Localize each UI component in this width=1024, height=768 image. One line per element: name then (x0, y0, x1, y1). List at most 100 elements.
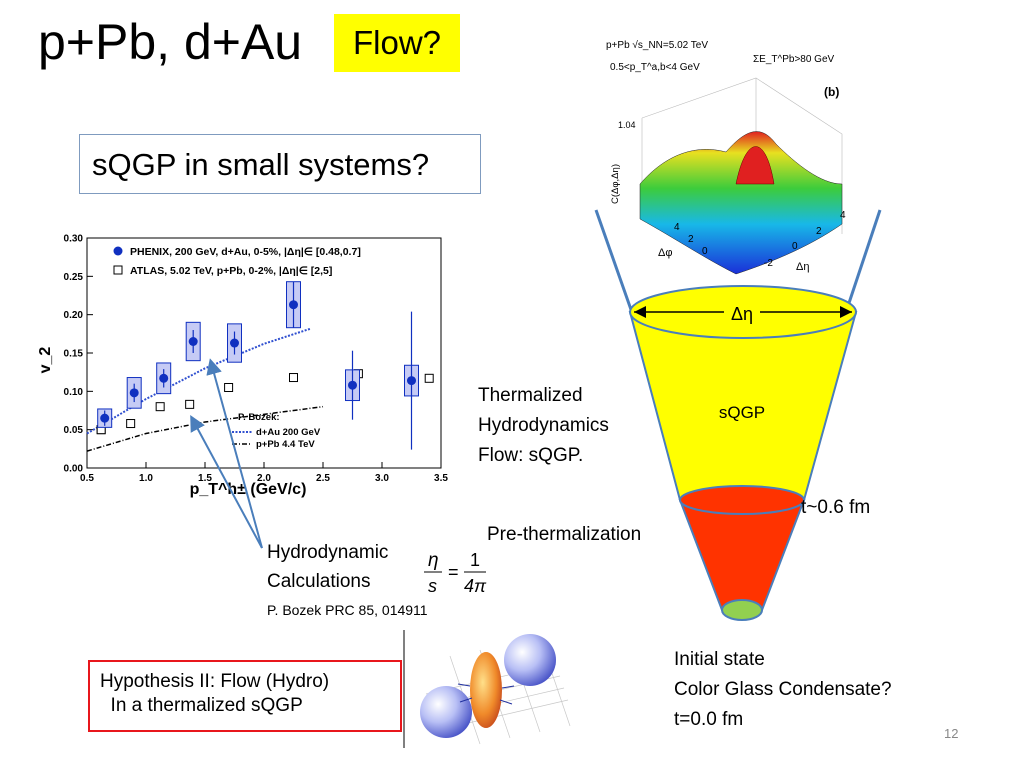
y-tick-label: 0.25 (64, 272, 84, 283)
legend-dau-text: d+Au 200 GeV (256, 427, 321, 438)
arrow-to-ppb-curve (190, 414, 263, 549)
atlas-point (126, 419, 136, 429)
arrow-to-dau-curve (206, 358, 263, 549)
surface-y-tick: 4 (840, 210, 846, 221)
ppb-hydro-curve (86, 405, 324, 452)
phenix-points (97, 281, 419, 450)
phenix-point (289, 300, 298, 310)
x-tick-label: 1.0 (139, 473, 153, 484)
legend-phenix-marker (113, 246, 123, 256)
surface-energy-label: p+Pb √s_NN=5.02 TeV (606, 39, 708, 51)
flow-question-highlight: Flow? (334, 14, 460, 72)
fireball-ellipse (470, 652, 502, 728)
initial-state-line2: Color Glass Condensate? (674, 679, 892, 700)
surface-z-axis-label: C(Δφ,Δη) (610, 164, 621, 204)
surface-x-tick: 0 (702, 246, 708, 257)
prethermal-top-ellipse (679, 485, 805, 515)
formula-s: s (428, 576, 437, 596)
cone-diagram: Δη sQGP (594, 209, 882, 621)
surface-x-ticks: 420 (674, 222, 708, 257)
nucleus-right (504, 634, 556, 686)
surface-y-tick: 0 (792, 241, 798, 252)
phenix-point (129, 388, 139, 398)
nucleus-left (420, 686, 472, 738)
page-number: 12 (944, 726, 959, 741)
formula-eta: η (428, 550, 439, 571)
y-tick-label: 0.10 (64, 387, 84, 398)
surface-x-tick: 4 (674, 222, 680, 233)
x-axis-label: p_T^h± (GeV/c) (190, 481, 307, 498)
plot-frame (86, 237, 442, 469)
prethermal-region (678, 499, 806, 611)
flow-arrows (457, 683, 515, 705)
atlas-point (185, 399, 195, 409)
formula-equals: = (448, 562, 459, 582)
hypothesis-line1: Hypothesis II: Flow (Hydro) (100, 671, 330, 692)
surface-pt-label: 0.5<p_T^a,b<4 GeV (610, 62, 700, 73)
hypothesis-line2: In a thermalized sQGP (100, 695, 303, 716)
surface-y-tick: -2 (764, 258, 773, 269)
surface-mesh (639, 131, 843, 275)
y-tick-label: 0.15 (64, 349, 84, 360)
legend-atlas-marker (113, 265, 123, 275)
delta-eta-label-bg (724, 300, 760, 324)
surface-z-tick: 1.04 (618, 120, 636, 130)
y-tick-label: 0.30 (64, 234, 84, 245)
x-tick-label: 2.5 (316, 473, 330, 484)
atlas-point (424, 373, 434, 383)
atlas-point (155, 402, 165, 412)
sqgp-question-box: sQGP in small systems? (79, 134, 481, 194)
formula-four-pi: 4π (464, 576, 487, 596)
initial-state-line3: t=0.0 fm (674, 709, 744, 730)
surface-x-tick: 2 (688, 234, 694, 245)
x-tick-label: 1.5 (198, 473, 212, 484)
legend-ppb-text: p+Pb 4.4 TeV (256, 439, 315, 450)
initial-state-line1: Initial state (674, 649, 765, 670)
hydro-label-line2: Calculations (267, 571, 371, 592)
hydro-label-line1: Hydrodynamic (267, 542, 389, 563)
y-axis-label: v_2 (37, 347, 54, 374)
legend-phenix-text: PHENIX, 200 GeV, d+Au, 0-5%, |Δη|∈ [0.48… (130, 246, 361, 258)
reference: P. Bozek PRC 85, 014911 (267, 602, 428, 618)
collision-illustration (420, 634, 571, 745)
y-tick-label: 0.20 (64, 310, 84, 321)
phenix-point (188, 337, 198, 346)
phenix-point (230, 338, 239, 348)
y-tick-label: 0.00 (64, 464, 84, 475)
phenix-point (159, 373, 169, 383)
x-tick-label: 3.0 (375, 473, 389, 484)
x-tick-label: 3.5 (434, 473, 448, 484)
legend-bottom: P. Bozek: d+Au 200 GeV p+Pb 4.4 TeV (232, 412, 321, 450)
x-tick-label: 2.0 (257, 473, 271, 484)
bozek-curves (86, 327, 324, 452)
surface-y-axis-label: Δη (796, 261, 809, 273)
delta-eta-label: Δη (731, 304, 753, 324)
atlas-point (289, 373, 298, 383)
surface-et-label: ΣE_T^Pb>80 GeV (753, 54, 835, 65)
thermalized-line1: Thermalized (478, 385, 583, 406)
legend-atlas-text: ATLAS, 5.02 TeV, p+Pb, 0-2%, |Δη|∈ [2,5] (130, 265, 332, 277)
prethermal-label: Pre-thermalization (487, 524, 642, 545)
surface-peak (735, 146, 775, 185)
hypothesis-box: Hypothesis II: Flow (Hydro) In a thermal… (88, 660, 402, 732)
dau-hydro-curve (86, 327, 312, 435)
thermalized-line3: Flow: sQGP. (478, 445, 584, 466)
eta-over-s-formula: η s = 1 4π (424, 550, 487, 596)
initial-state-ellipse (721, 599, 763, 621)
surface-x-axis-label: Δφ (658, 247, 672, 259)
phenix-point (407, 376, 416, 386)
t06-label: t~0.6 fm (801, 497, 871, 518)
slide-title: p+Pb, d+Au (38, 14, 303, 70)
x-tick-label: 0.5 (80, 473, 94, 484)
phenix-point (348, 380, 357, 390)
atlas-point (224, 383, 234, 392)
sqgp-label: sQGP (719, 403, 765, 422)
formula-one: 1 (470, 550, 480, 570)
phenix-point (100, 413, 110, 423)
thermalized-line2: Hydrodynamics (478, 415, 609, 436)
legend-top: PHENIX, 200 GeV, d+Au, 0-5%, |Δη|∈ [0.48… (113, 246, 361, 277)
